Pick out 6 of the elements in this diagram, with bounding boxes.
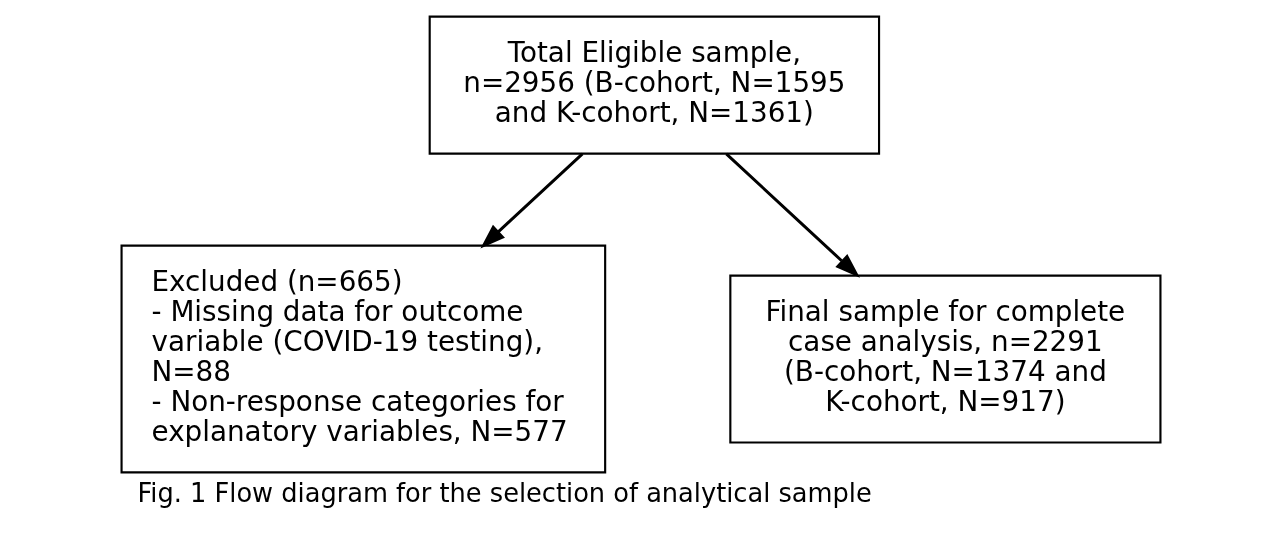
node-box: Excluded (n=665) - Missing data for outcome variable (COVID-19 testing), N=88 - Non-response categories for explanatory variables, N=577 (120, 244, 607, 474)
arrow (480, 152, 584, 249)
caption: Fig. 1 Flow diagram for the selection of analytical sample (137, 477, 872, 508)
arrow (725, 152, 860, 278)
node-box: Total Eligible sample, n=2956 (B-cohort, N=1595 and K-cohort, N=1361) (428, 15, 881, 155)
node-box: Final sample for complete case analysis, n=2291 (B-cohort, N=1374 and K-cohort, N=917) (729, 274, 1162, 444)
